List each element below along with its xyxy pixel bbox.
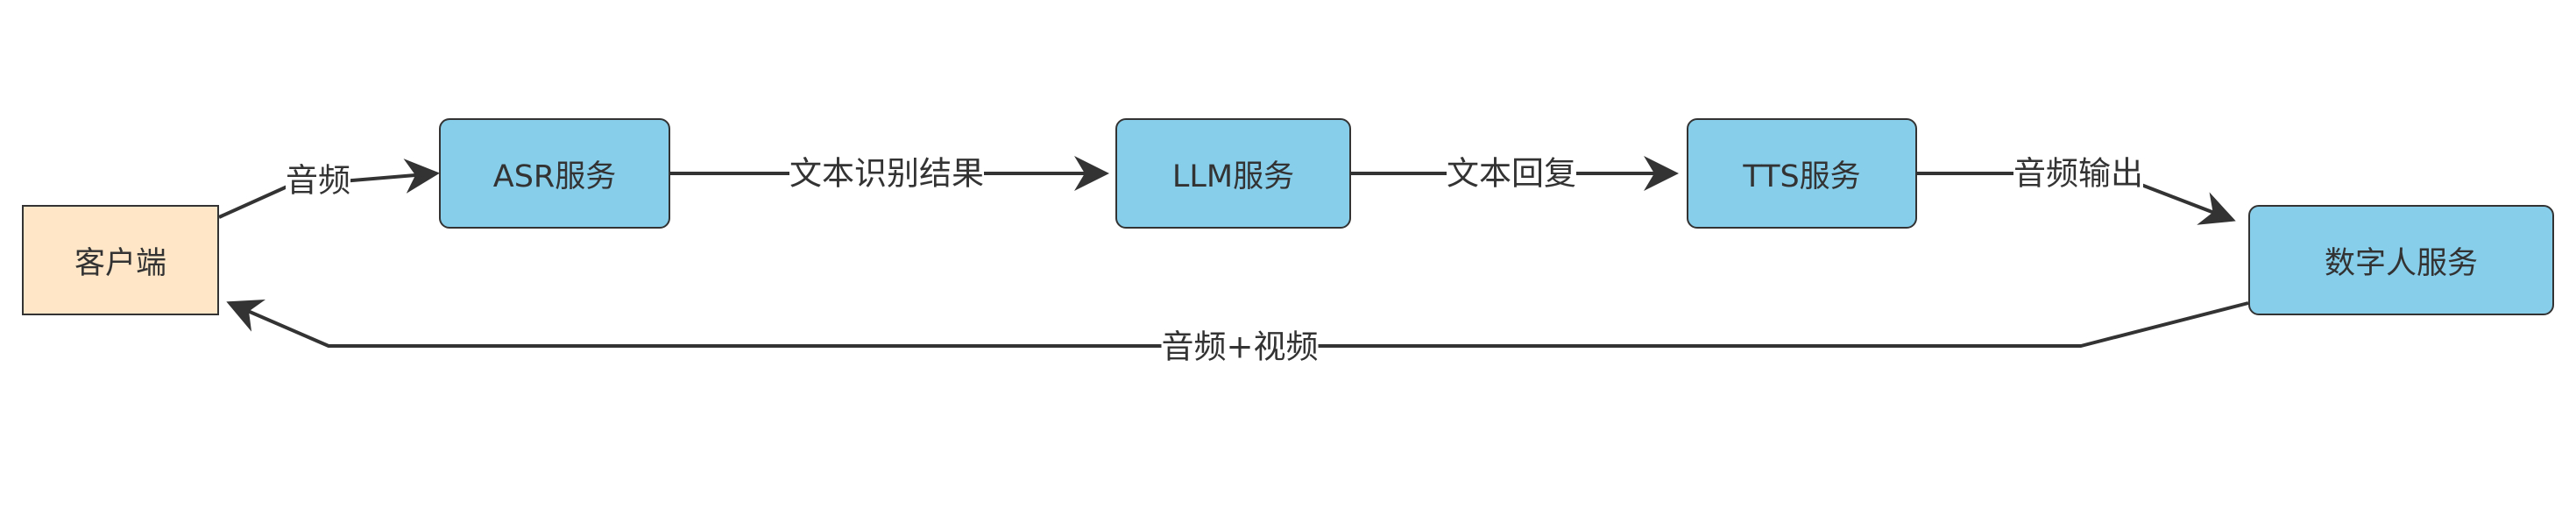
client-label: 客户端: [74, 245, 166, 281]
tts-service-label: TTS服务: [1743, 159, 1861, 194]
edge-label-audio: 音频: [286, 161, 350, 200]
asr-service-label: ASR服务: [492, 159, 617, 194]
edge-label-recognized-text: 文本识别结果: [789, 154, 984, 193]
digital-human-service-label: 数字人服务: [2324, 245, 2478, 281]
client-node: 客户端: [22, 205, 219, 315]
digital-human-service-node: 数字人服务: [2248, 205, 2554, 315]
asr-service-node: ASR服务: [439, 118, 670, 229]
llm-service-node: LLM服务: [1115, 118, 1351, 229]
llm-service-label: LLM服务: [1171, 159, 1295, 194]
tts-service-node: TTS服务: [1687, 118, 1917, 229]
edge-label-audio-video: 音频+视频: [1161, 328, 1319, 366]
edge-label-audio-output: 音频输出: [2013, 154, 2143, 193]
edge-label-text-reply: 文本回复: [1447, 154, 1576, 193]
